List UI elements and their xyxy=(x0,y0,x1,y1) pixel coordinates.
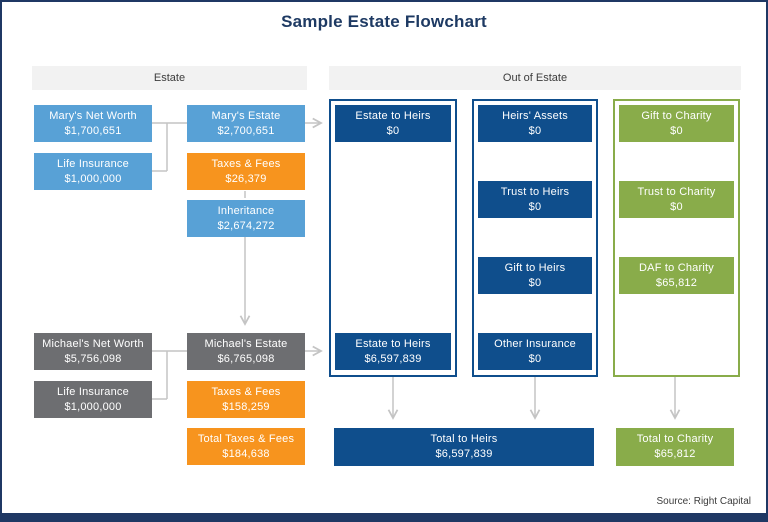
michael-estate-box: Michael's Estate $6,765,098 xyxy=(187,333,305,370)
box-value: $65,812 xyxy=(654,448,696,460)
box-value: $0 xyxy=(386,124,400,137)
box-label: DAF to Charity xyxy=(639,261,714,274)
box-label: Heirs' Assets xyxy=(502,109,568,122)
michael-net-worth-box: Michael's Net Worth $5,756,098 xyxy=(34,333,152,370)
box-value: $1,000,000 xyxy=(64,400,122,413)
source-attribution: Source: Right Capital xyxy=(656,496,752,507)
box-value: $0 xyxy=(670,124,683,137)
mary-net-worth-box: Mary's Net Worth $1,700,651 xyxy=(34,105,152,142)
box-value: $1,000,000 xyxy=(64,172,122,185)
daf-to-charity-box: DAF to Charity $65,812 xyxy=(619,257,734,294)
box-value: $158,259 xyxy=(222,400,270,413)
box-value: $0 xyxy=(528,352,542,365)
box-label: Gift to Heirs xyxy=(504,261,566,274)
total-to-heirs-box: Total to Heirs $6,597,839 xyxy=(334,428,594,466)
mary-estate-box: Mary's Estate $2,700,651 xyxy=(187,105,305,142)
box-value: $65,812 xyxy=(655,276,698,289)
box-label: Life Insurance xyxy=(57,385,129,398)
box-value: $184,638 xyxy=(222,447,270,460)
estate-header-label: Estate xyxy=(153,72,186,84)
trust-to-heirs-box: Trust to Heirs $0 xyxy=(478,181,592,218)
trust-to-charity-box: Trust to Charity $0 xyxy=(619,181,734,218)
michael-life-insurance-box: Life Insurance $1,000,000 xyxy=(34,381,152,418)
box-value: $5,756,098 xyxy=(64,352,122,365)
page-title: Sample Estate Flowchart xyxy=(281,12,487,31)
box-value: $26,379 xyxy=(225,172,267,185)
out-of-estate-header-label: Out of Estate xyxy=(502,72,568,84)
estate-to-heirs-bottom-box: Estate to Heirs $6,597,839 xyxy=(335,333,451,370)
other-insurance-box: Other Insurance $0 xyxy=(478,333,592,370)
box-label: Total to Charity xyxy=(636,433,714,445)
box-label: Estate to Heirs xyxy=(355,337,431,350)
box-value: $0 xyxy=(670,200,683,213)
box-label: Life Insurance xyxy=(57,157,129,170)
box-value: $2,700,651 xyxy=(217,124,275,137)
mary-life-insurance-box: Life Insurance $1,000,000 xyxy=(34,153,152,190)
box-label: Total Taxes & Fees xyxy=(197,432,295,445)
box-label: Total to Heirs xyxy=(430,433,498,445)
box-value: $6,765,098 xyxy=(217,352,275,365)
inheritance-box: Inheritance $2,674,272 xyxy=(187,200,305,237)
box-label: Michael's Net Worth xyxy=(42,337,144,350)
box-label: Other Insurance xyxy=(494,337,576,350)
box-label: Estate to Heirs xyxy=(355,109,431,122)
heirs-assets-box: Heirs' Assets $0 xyxy=(478,105,592,142)
estate-to-heirs-top-box: Estate to Heirs $0 xyxy=(335,105,451,142)
total-taxes-fees-box: Total Taxes & Fees $184,638 xyxy=(187,428,305,465)
estate-to-heirs-column-container xyxy=(329,99,457,377)
gift-to-heirs-box: Gift to Heirs $0 xyxy=(478,257,592,294)
box-value: $6,597,839 xyxy=(435,448,493,460)
out-of-estate-section-header: Out of Estate xyxy=(329,66,741,90)
total-to-charity-box: Total to Charity $65,812 xyxy=(616,428,734,466)
box-value: $0 xyxy=(528,200,542,213)
estate-section-header: Estate xyxy=(32,66,307,90)
box-label: Michael's Estate xyxy=(204,337,288,350)
box-label: Trust to Heirs xyxy=(500,185,570,198)
michael-taxes-fees-box: Taxes & Fees $158,259 xyxy=(187,381,305,418)
box-value: $0 xyxy=(528,276,542,289)
box-value: $0 xyxy=(528,124,542,137)
charity-column-container xyxy=(613,99,740,377)
heirs-assets-column-container xyxy=(472,99,598,377)
mary-taxes-fees-box: Taxes & Fees $26,379 xyxy=(187,153,305,190)
box-value: $6,597,839 xyxy=(364,352,422,365)
box-label: Gift to Charity xyxy=(641,109,712,122)
box-label: Taxes & Fees xyxy=(211,385,281,398)
box-label: Trust to Charity xyxy=(637,185,716,198)
box-label: Mary's Estate xyxy=(211,109,281,122)
box-label: Taxes & Fees xyxy=(211,157,281,170)
box-label: Mary's Net Worth xyxy=(49,109,137,122)
box-value: $1,700,651 xyxy=(64,124,122,137)
gift-to-charity-box: Gift to Charity $0 xyxy=(619,105,734,142)
bottom-accent-bar xyxy=(2,513,766,520)
box-label: Inheritance xyxy=(217,204,275,217)
box-value: $2,674,272 xyxy=(217,219,275,232)
